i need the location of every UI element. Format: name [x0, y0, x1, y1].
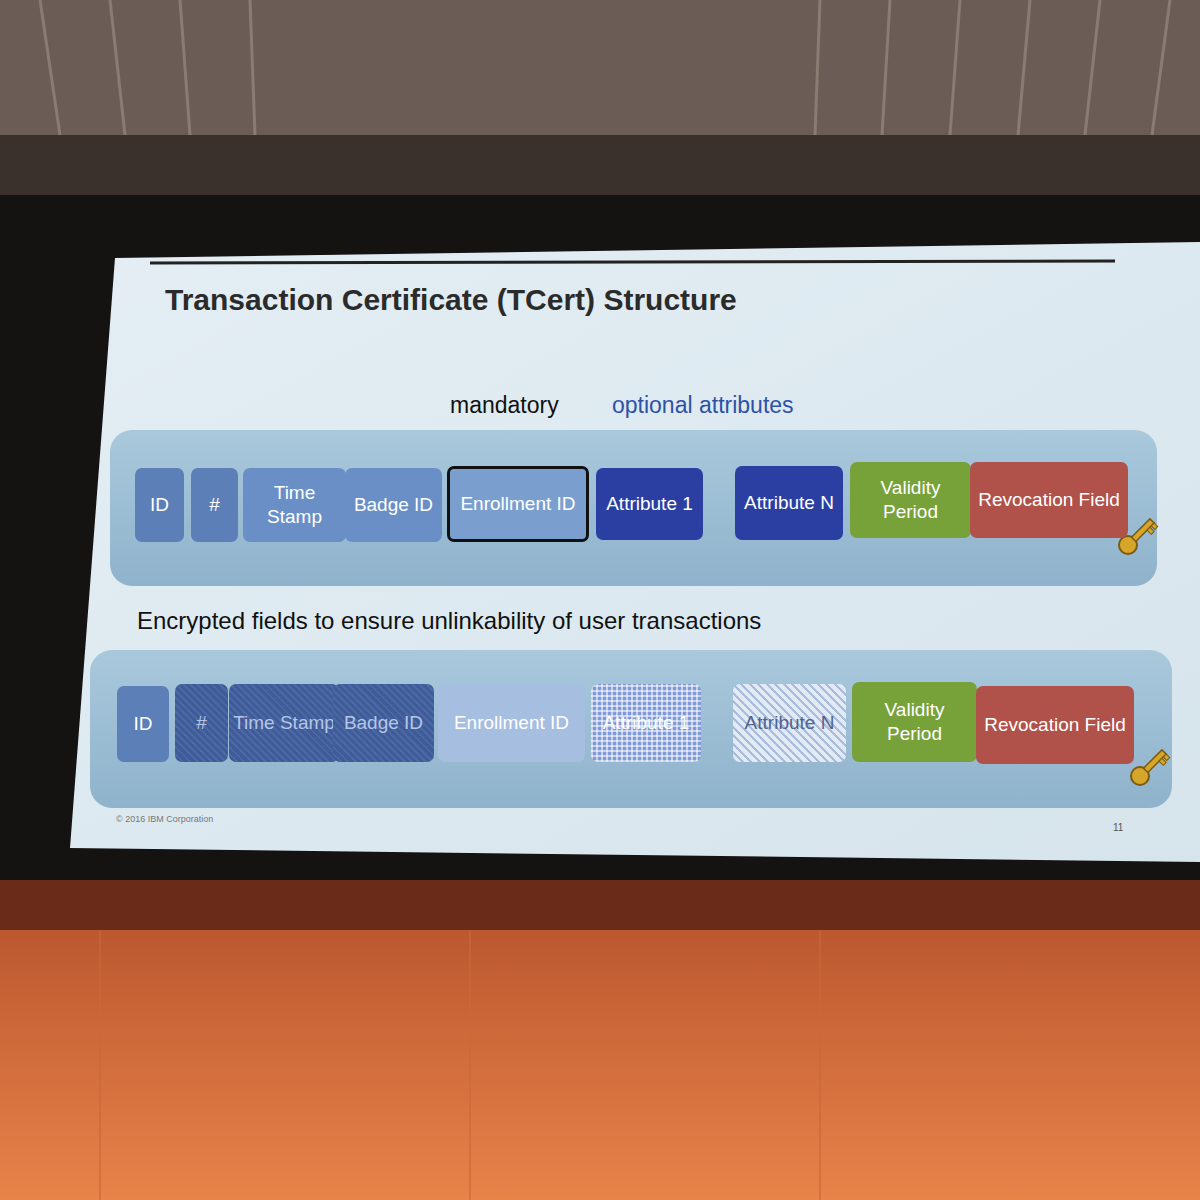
encrypted-badge-field: Badge ID	[333, 684, 434, 762]
field-label: Time Stamp	[243, 481, 346, 529]
field-label: #	[192, 711, 211, 735]
page-number: 11	[1113, 822, 1123, 833]
section-label: optional attributes	[612, 392, 794, 419]
field-label: Validity Period	[850, 476, 971, 524]
revocation-field: Revocation Field	[970, 462, 1128, 538]
field-label: Enrollment ID	[450, 711, 573, 735]
field-label: #	[205, 493, 224, 517]
timestamp-field: Time Stamp	[243, 468, 346, 542]
slide-title: Transaction Certificate (TCert) Structur…	[165, 283, 737, 317]
id-field: ID	[135, 468, 184, 542]
encrypted-attribute-field: Attribute 1	[591, 684, 701, 762]
attribute-field: Attribute 1	[596, 468, 703, 540]
encrypted-attribute-field: Attribute N	[733, 684, 846, 762]
encrypted-timestamp-field: Time Stamp	[229, 684, 339, 762]
field-label: Attribute 1	[599, 711, 694, 735]
field-label: Attribute N	[740, 491, 838, 515]
field-label: Badge ID	[350, 493, 437, 517]
enrollment-field: Enrollment ID	[447, 466, 589, 542]
field-label: ID	[146, 493, 173, 517]
id-field: ID	[117, 686, 169, 762]
field-label: Attribute N	[741, 711, 839, 735]
field-label: Revocation Field	[980, 713, 1130, 737]
field-label: ID	[130, 712, 157, 736]
field-label: Time Stamp	[229, 711, 339, 735]
number-field: #	[191, 468, 238, 542]
validity-field: Validity Period	[852, 682, 977, 762]
field-label: Attribute 1	[602, 492, 697, 516]
section-label: mandatory	[450, 392, 559, 419]
validity-field: Validity Period	[850, 462, 971, 538]
copyright-note: © 2016 IBM Corporation	[116, 814, 213, 824]
encrypted-number-field: #	[175, 684, 228, 762]
caption-text: Encrypted fields to ensure unlinkability…	[137, 607, 761, 635]
field-label: Enrollment ID	[456, 492, 579, 516]
attribute-field: Attribute N	[735, 466, 843, 540]
revocation-field: Revocation Field	[976, 686, 1134, 764]
field-label: Revocation Field	[974, 488, 1124, 512]
field-label: Badge ID	[340, 711, 427, 735]
field-label: Validity Period	[852, 698, 977, 746]
badge-field: Badge ID	[345, 468, 442, 542]
enrollment-field: Enrollment ID	[438, 684, 585, 762]
